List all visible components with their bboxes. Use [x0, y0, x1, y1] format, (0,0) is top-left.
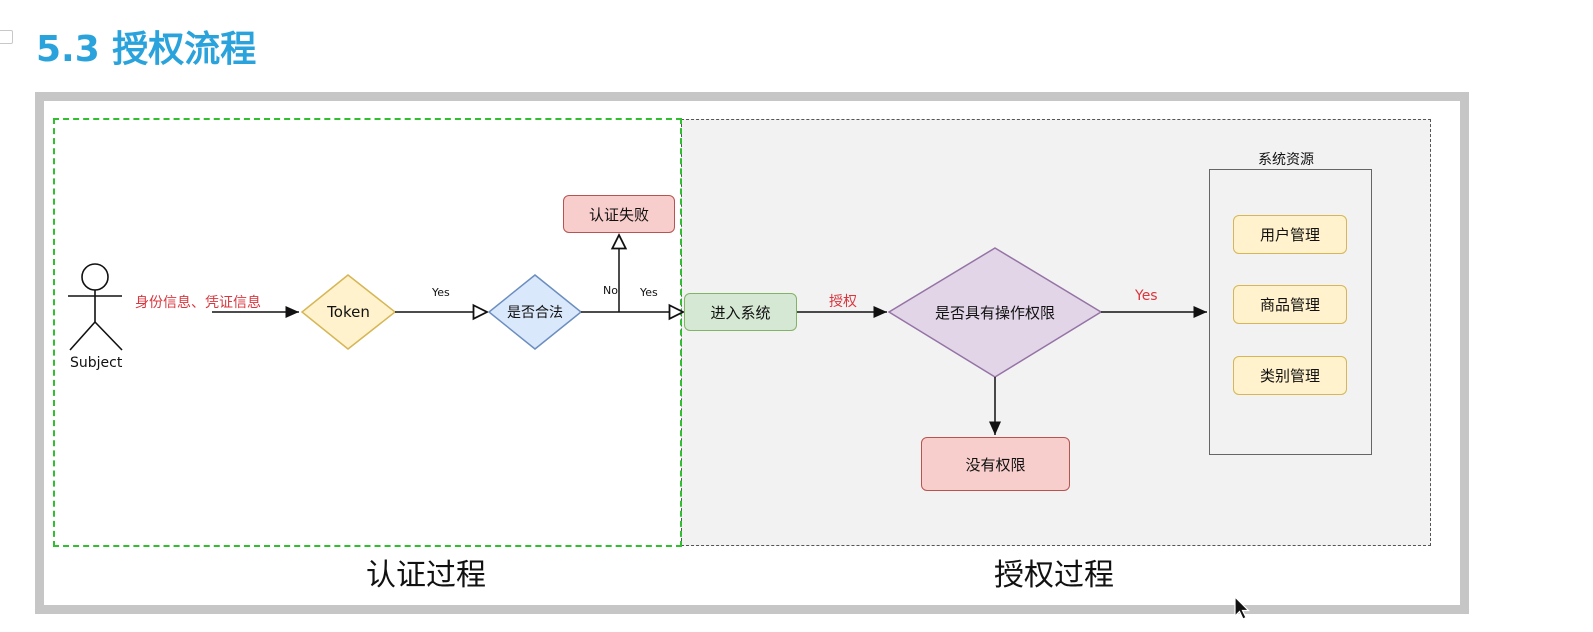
token-label: Token [327, 303, 370, 321]
identity-edge-label: 身份信息、凭证信息 [135, 295, 261, 311]
authentication-region [53, 118, 682, 547]
no-permission-node: 没有权限 [921, 437, 1070, 491]
enter-system-node: 进入系统 [684, 293, 797, 331]
resource-item: 商品管理 [1233, 285, 1347, 324]
authorize-edge-label: 授权 [829, 294, 857, 310]
is-valid-diamond [487, 274, 583, 350]
resource-item: 用户管理 [1233, 215, 1347, 254]
subject-label: Subject [70, 355, 123, 371]
document-icon [0, 30, 13, 44]
token-diamond [300, 274, 397, 350]
page-title: 5.3 授权流程 [36, 29, 257, 70]
valid-yes-label: Yes [640, 286, 658, 299]
token-yes-label: Yes [432, 286, 450, 299]
authorization-caption: 授权过程 [994, 558, 1114, 593]
subject-actor-icon [68, 263, 123, 351]
resource-item: 类别管理 [1233, 356, 1347, 395]
has-permission-label: 是否具有操作权限 [934, 303, 1055, 322]
is-valid-label: 是否合法 [507, 305, 563, 321]
permission-yes-label: Yes [1135, 288, 1158, 304]
mouse-cursor-icon [1234, 596, 1250, 620]
resources-title: 系统资源 [1258, 152, 1314, 168]
auth-failed-node: 认证失败 [563, 195, 675, 233]
authentication-caption: 认证过程 [366, 558, 486, 593]
no-label: No [603, 284, 618, 297]
